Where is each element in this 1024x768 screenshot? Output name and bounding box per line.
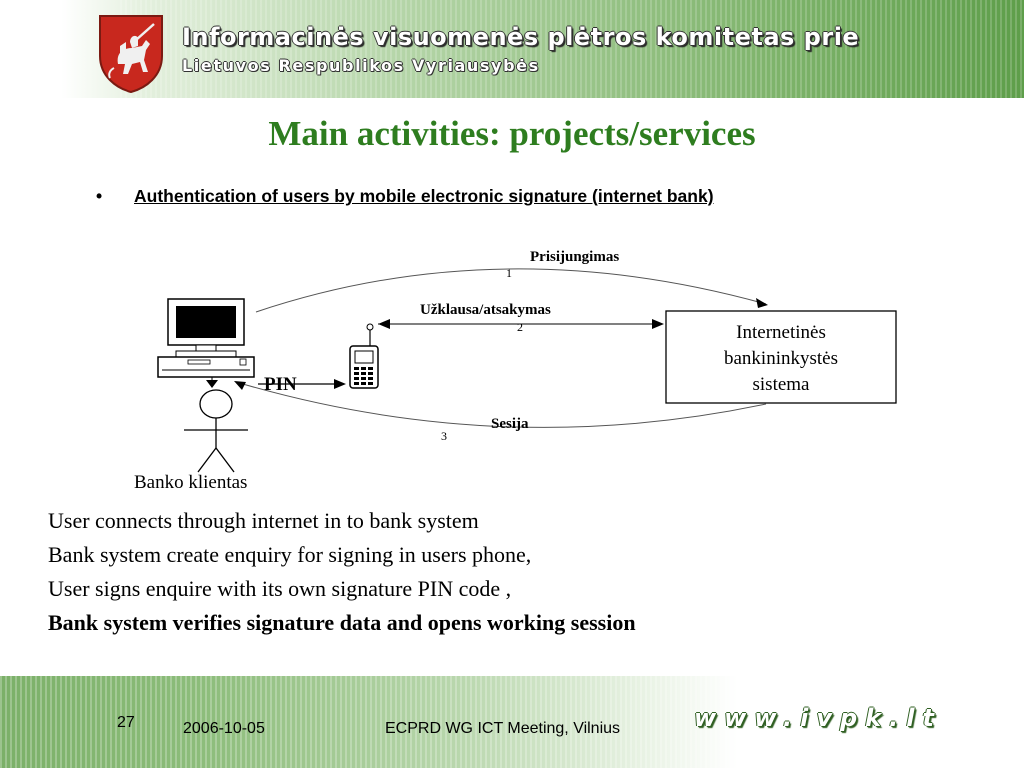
pin-label: PIN: [264, 374, 297, 395]
flow-label-3: Sesija: [491, 416, 529, 432]
website-link[interactable]: www.ivpk.lt: [694, 704, 942, 732]
coat-of-arms-vytis-icon: [99, 15, 163, 94]
header-band: [0, 0, 1024, 98]
flow-label-1: Prisijungimas: [530, 249, 620, 265]
body-line-1: User connects through internet in to ban…: [48, 508, 479, 533]
mobile-phone-icon: [349, 323, 379, 389]
footer-event: ECPRD WG ICT Meeting, Vilnius: [385, 720, 621, 737]
footer-date: 2006-10-05: [183, 720, 265, 737]
body-line-2: Bank system create enquiry for signing i…: [48, 542, 532, 567]
footer-stripes: [0, 676, 760, 768]
client-label: Banko klientas: [134, 472, 248, 493]
bank-system-label: Internetinės bankininkystės sistema: [666, 320, 896, 398]
flow-label-2: Užklausa/atsakymas: [420, 302, 551, 318]
body-line-3: User signs enquire with its own signatur…: [48, 576, 512, 601]
flow-number-1: 1: [506, 266, 512, 280]
government-name: Lietuvos Respublikos Vyriausybės: [182, 56, 540, 75]
organization-name: Informacinės visuomenės plėtros komiteta…: [182, 23, 860, 51]
person-icon: [184, 389, 248, 473]
computer-icon: [157, 298, 255, 388]
bank-system-line-2: bankininkystės: [724, 348, 838, 369]
page-number: 27: [117, 714, 135, 731]
flow-number-2: 2: [517, 320, 523, 334]
footer-band: [0, 676, 1024, 768]
bank-system-box: [665, 310, 897, 404]
header-stripes: [120, 0, 1024, 98]
bullet-marker: •: [96, 186, 103, 206]
bank-system-line-3: sistema: [752, 374, 810, 395]
flow-arrow-1: [255, 268, 767, 313]
flow-arrow-3: [235, 381, 767, 428]
bullet-text: Authentication of users by mobile electr…: [134, 186, 714, 206]
slide-title: Main activities: projects/services: [268, 114, 756, 153]
bank-system-line-1: Internetinės: [736, 322, 826, 343]
flow-number-3: 3: [441, 429, 447, 443]
body-line-4: Bank system verifies signature data and …: [48, 610, 636, 635]
